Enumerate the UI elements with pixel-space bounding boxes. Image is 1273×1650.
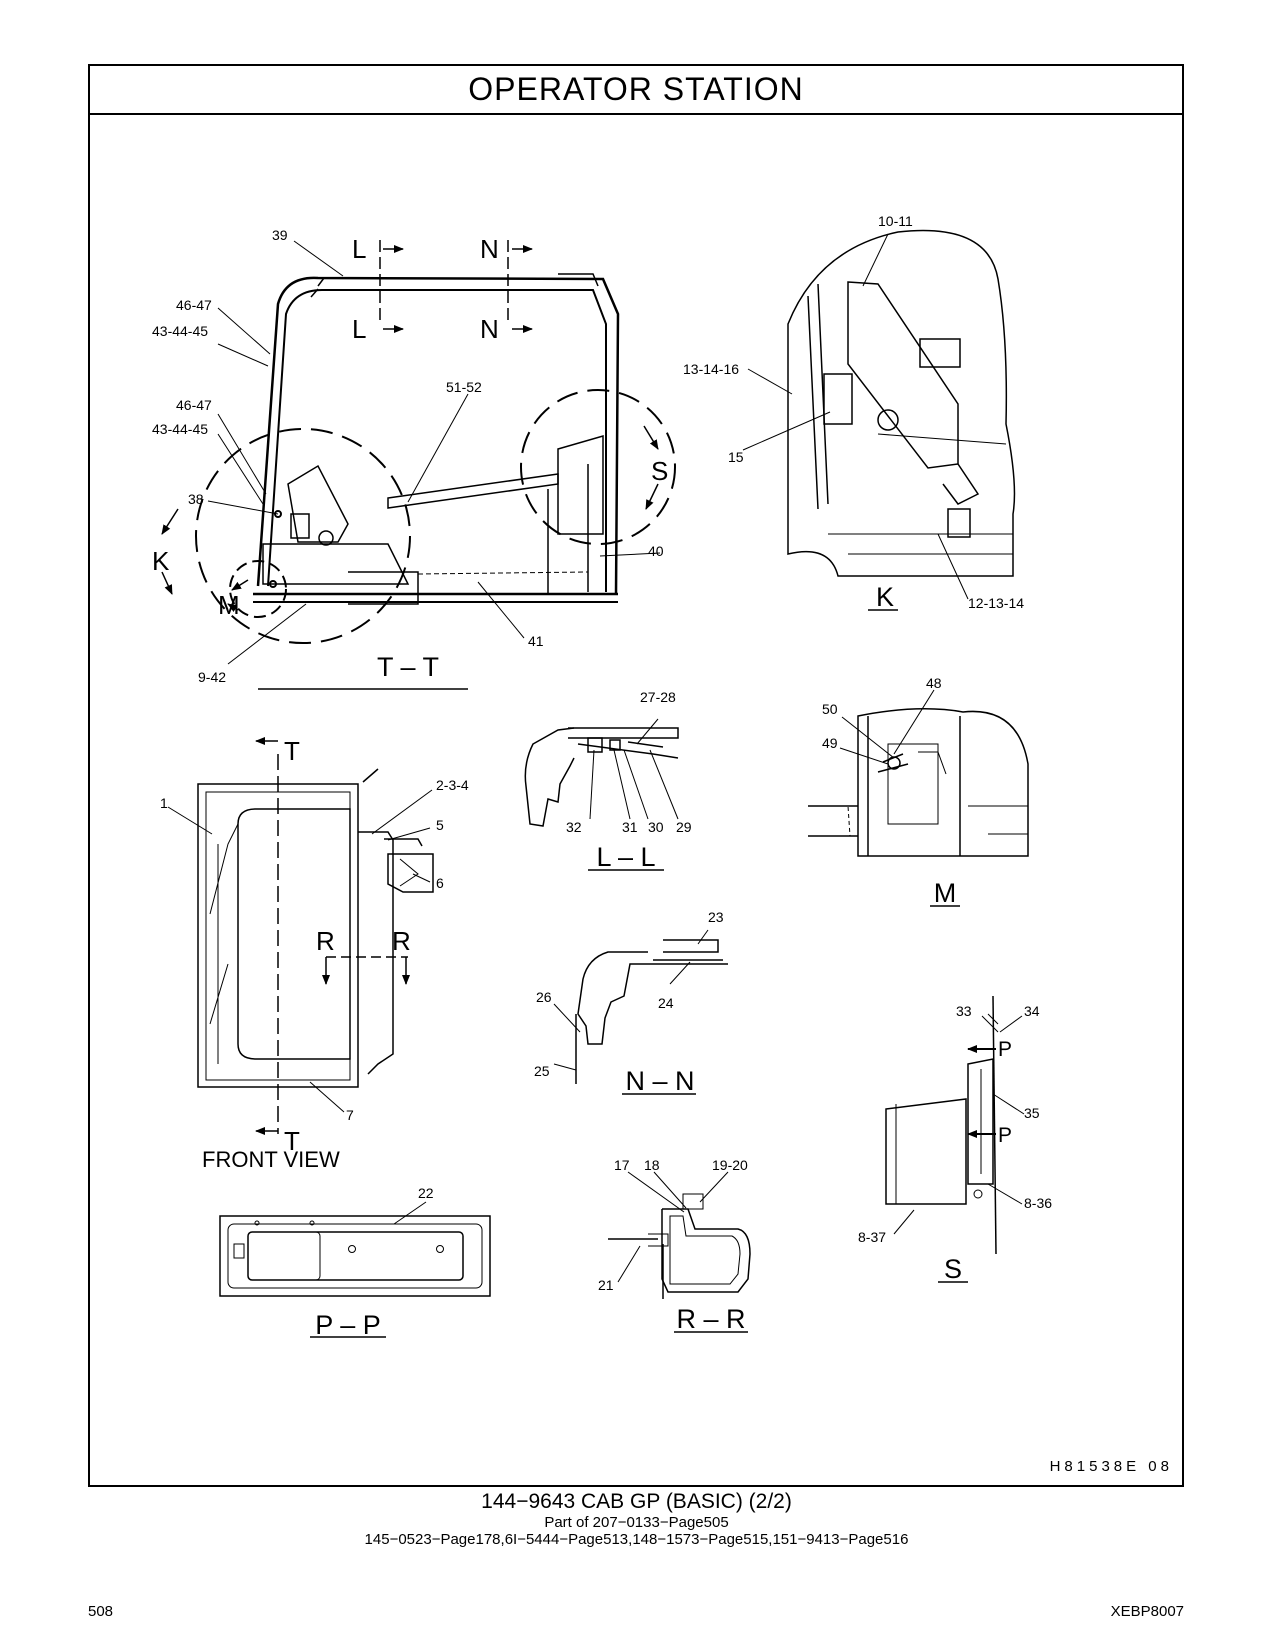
view-tt-cab — [253, 273, 620, 605]
parts-diagram: T – T K L – L M N – N FRONT VIEW R – R P… — [152, 213, 1052, 1340]
page-title: OPERATOR STATION — [90, 66, 1182, 115]
view-rr-section — [608, 1193, 751, 1299]
callout-2-3-4: 2-3-4 — [436, 777, 469, 793]
section-letter-t-bottom: T — [284, 1126, 300, 1156]
section-letter-r-left: R — [316, 926, 335, 956]
callout-25: 25 — [534, 1063, 550, 1079]
callout-30: 30 — [648, 819, 664, 835]
page-number: 508 — [88, 1603, 114, 1620]
callout-43-44-45-upper: 43-44-45 — [152, 323, 208, 339]
callout-23: 23 — [708, 909, 724, 925]
callout-13-14-16: 13-14-16 — [683, 361, 739, 377]
callout-7: 7 — [346, 1107, 354, 1123]
callout-18: 18 — [644, 1157, 660, 1173]
section-letter-r-right: R — [392, 926, 411, 956]
callout-41: 41 — [528, 633, 544, 649]
view-label-front: FRONT VIEW — [202, 1147, 340, 1172]
callout-6: 6 — [436, 875, 444, 891]
callout-21: 21 — [598, 1277, 614, 1293]
callout-49: 49 — [822, 735, 838, 751]
callout-12-13-14: 12-13-14 — [968, 595, 1024, 611]
callout-32: 32 — [566, 819, 582, 835]
document-code: XEBP8007 — [1110, 1603, 1184, 1620]
callout-27-28: 27-28 — [640, 689, 676, 705]
caption-sub-part-of: Part of 207−0133−Page505 — [544, 1514, 729, 1531]
view-label-s: S — [944, 1254, 962, 1284]
callout-1: 1 — [160, 795, 168, 811]
callout-29: 29 — [676, 819, 692, 835]
view-label-tt: T – T — [377, 652, 439, 682]
section-letter-n-bottom: N — [480, 314, 499, 344]
callout-39: 39 — [272, 227, 288, 243]
callout-26: 26 — [536, 989, 552, 1005]
callout-17: 17 — [614, 1157, 630, 1173]
view-label-nn: N – N — [625, 1066, 694, 1096]
callout-5: 5 — [436, 817, 444, 833]
callout-50: 50 — [822, 701, 838, 717]
view-label-ll: L – L — [596, 842, 655, 872]
section-letter-p-top: P — [998, 1038, 1012, 1061]
section-letter-s: S — [651, 456, 668, 486]
caption-block: 144−9643 CAB GP (BASIC) (2/2) Part of 20… — [0, 1490, 1273, 1549]
callout-19-20: 19-20 — [712, 1157, 748, 1173]
section-letter-n-top: N — [480, 234, 499, 264]
callout-38: 38 — [188, 491, 204, 507]
callout-48: 48 — [926, 675, 942, 691]
section-letter-p-bottom: P — [998, 1124, 1012, 1147]
callout-24: 24 — [658, 995, 674, 1011]
section-letter-l-bottom: L — [352, 314, 366, 344]
callout-10-11: 10-11 — [878, 213, 913, 229]
drawing-frame: OPERATOR STATION — [88, 64, 1184, 1487]
view-front — [197, 737, 434, 1135]
callout-46-47-upper: 46-47 — [176, 297, 212, 313]
view-nn-section — [575, 939, 728, 1084]
callout-34: 34 — [1024, 1003, 1040, 1019]
view-m-detail — [808, 708, 1029, 857]
section-letter-k: K — [152, 546, 170, 576]
caption-main: 144−9643 CAB GP (BASIC) (2/2) — [481, 1490, 792, 1513]
section-letter-l-top: L — [352, 234, 366, 264]
callout-33: 33 — [956, 1003, 972, 1019]
view-ll-section — [524, 727, 679, 827]
callout-8-36: 8-36 — [1024, 1195, 1052, 1211]
view-label-m: M — [934, 878, 957, 908]
callout-43-44-45-lower: 43-44-45 — [152, 421, 208, 437]
view-k-detail — [787, 229, 1016, 577]
callout-31: 31 — [622, 819, 638, 835]
view-label-pp: P – P — [315, 1310, 381, 1340]
view-pp-section — [219, 1215, 491, 1297]
section-letter-t-top: T — [284, 736, 300, 766]
drawing-reference-code: H81538E 08 — [1049, 1458, 1173, 1475]
callout-22: 22 — [418, 1185, 434, 1201]
callout-46-47-lower: 46-47 — [176, 397, 212, 413]
view-label-k: K — [876, 582, 894, 612]
view-s-detail — [885, 995, 999, 1255]
callout-35: 35 — [1024, 1105, 1040, 1121]
section-letter-m: M — [218, 590, 240, 620]
caption-sub-references: 145−0523−Page178,6I−5444−Page513,148−157… — [364, 1531, 909, 1548]
callout-51-52: 51-52 — [446, 379, 482, 395]
callout-40: 40 — [648, 543, 664, 559]
callout-9-42: 9-42 — [198, 669, 226, 685]
view-label-rr: R – R — [676, 1304, 745, 1334]
callout-8-37: 8-37 — [858, 1229, 886, 1245]
callout-15: 15 — [728, 449, 744, 465]
